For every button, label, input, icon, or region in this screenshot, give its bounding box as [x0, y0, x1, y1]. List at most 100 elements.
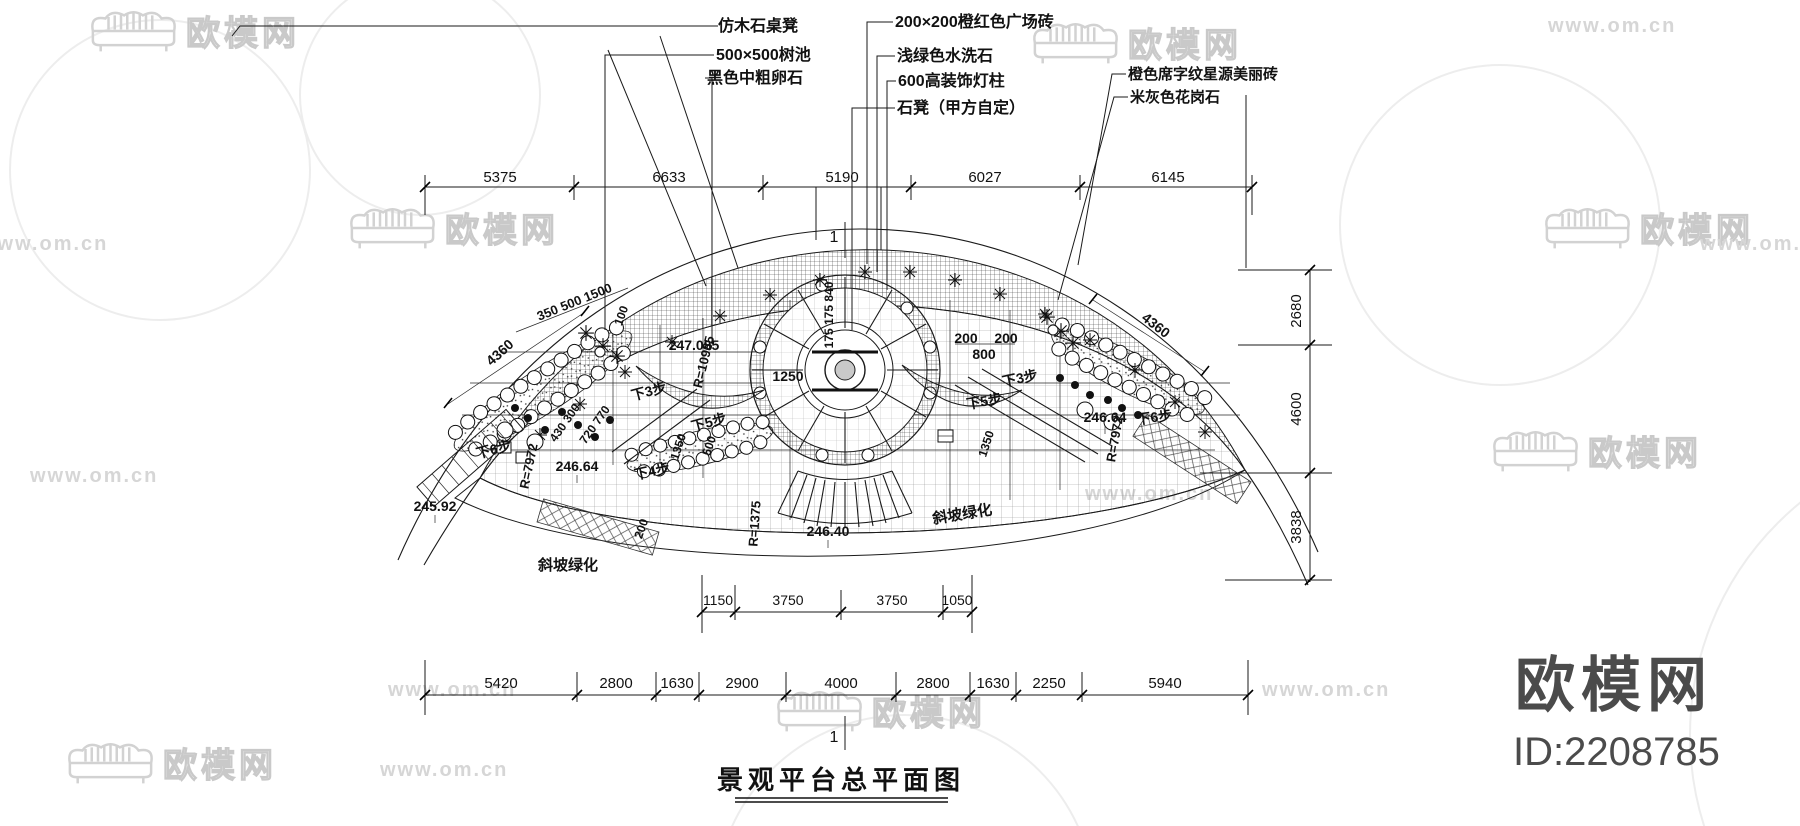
radius-label: R=1375	[745, 500, 763, 547]
watermark-ring	[9, 19, 311, 321]
bottom-pebble-band	[624, 415, 774, 479]
sofa-icon	[777, 690, 862, 733]
dim-note: 4360	[483, 336, 517, 369]
dim-top: 5375 6633 5190 6027 6145	[419, 169, 1258, 215]
dim-note: 1250	[772, 368, 803, 384]
dim-value: 2800	[599, 675, 632, 692]
elevation-ticks	[434, 426, 1106, 548]
dim-note: 500	[699, 434, 719, 458]
watermark-ring	[731, 714, 1079, 826]
dim-value: 4600	[1288, 392, 1305, 425]
watermark-url: www.om.cn	[0, 233, 108, 255]
logo-id: ID:2208785	[1513, 730, 1720, 774]
bench-icons	[496, 429, 954, 464]
dim-value: 3750	[772, 592, 803, 608]
steps-label: 下3步	[1001, 367, 1039, 390]
dim-chain: 175 175 840	[822, 281, 836, 348]
dim-note: 200	[631, 517, 651, 541]
sofa-icon	[68, 742, 153, 785]
slope-green-label: 斜坡绿化	[537, 556, 598, 574]
lower-rim	[454, 469, 1246, 557]
dim-value: 2800	[916, 675, 949, 692]
watermark-brand: 欧模网	[1588, 435, 1702, 473]
callout-orange-brick: 橙色席字纹星源美丽砖	[1128, 65, 1278, 83]
logo-brand: 欧模网	[1515, 652, 1713, 719]
callout-black-cobble: 黑色中粗卵石	[707, 68, 803, 87]
outer-arc-right-ext	[1244, 469, 1309, 586]
left-stairs	[416, 408, 524, 508]
dim-value: 6145	[1151, 169, 1184, 186]
watermark-url: www.om.cn	[1261, 679, 1390, 701]
diagonal-dim-ticks	[443, 293, 1210, 409]
dim-value: 2250	[1032, 675, 1065, 692]
dim-note: 100	[611, 304, 631, 328]
right-walkway	[954, 368, 1113, 463]
dim-value: 1630	[976, 675, 1009, 692]
dim-value: 5190	[825, 169, 858, 186]
titleblock: 1 1 景观平台总平面图	[717, 222, 965, 803]
watermark-brand: 欧模网	[163, 747, 277, 785]
dim-stairs: 1150 3750 3750 1050	[696, 575, 978, 633]
central-circle-plaza	[749, 274, 941, 466]
elevation-label: 246.64	[556, 458, 599, 474]
dim-chain: 350 500 1500	[535, 280, 614, 324]
radial-spokes	[752, 277, 938, 463]
dim-note: 800	[972, 346, 996, 362]
elevation-label: 246.64	[1084, 409, 1127, 425]
watermark-url: www.om.cn	[29, 465, 158, 487]
watermark-url: www.om.cn	[1699, 233, 1800, 255]
plan-linework	[397, 228, 1319, 586]
drawing-title: 景观平台总平面图	[717, 765, 965, 795]
watermark-ring	[1339, 64, 1661, 386]
dim-note: 4360	[1139, 309, 1174, 341]
sofa-icon	[350, 207, 435, 250]
elevation-label: 245.92	[414, 498, 457, 514]
callout-plaza-brick: 200×200橙红色广场砖	[895, 12, 1054, 31]
left-slope-hatch	[536, 498, 660, 556]
dim-bottom: 5420 2800 1630 2900 4000 2800 1630 2250 …	[419, 660, 1254, 715]
watermark-brand: 欧模网	[1128, 27, 1242, 65]
dim-value: 3838	[1288, 510, 1305, 543]
steps-label: 下4步	[633, 460, 671, 483]
diagonal-dim-lines	[447, 287, 1206, 405]
dim-value: 6633	[652, 169, 685, 186]
callout-tree-pool: 500×500树池	[716, 45, 811, 64]
sofa-icon	[1545, 207, 1630, 250]
dim-value: 3750	[876, 592, 907, 608]
center-bands	[812, 350, 878, 392]
dim-value: 2900	[725, 675, 758, 692]
elevation-label: 247.085	[669, 337, 720, 353]
section-marker-bottom: 1	[830, 729, 839, 746]
dim-value: 5375	[483, 169, 516, 186]
dim-value: 5940	[1148, 675, 1181, 692]
callout-granite: 米灰色花岗石	[1130, 88, 1220, 106]
dim-value: 1630	[660, 675, 693, 692]
section-marker-top: 1	[830, 229, 839, 246]
dim-right: 2680 4600 3838	[1200, 95, 1332, 586]
right-pebble-band	[1051, 317, 1213, 422]
watermark-ring	[1689, 501, 1800, 826]
left-walkway	[611, 388, 711, 465]
dim-value: 4000	[824, 675, 857, 692]
callout-leaders	[231, 21, 1128, 344]
sofa-icon	[1493, 430, 1578, 473]
callout-stone-table: 仿木石桌凳	[718, 16, 798, 35]
dim-value: 2680	[1288, 294, 1305, 327]
left-crescent-planter	[635, 365, 765, 409]
watermark-brand: 欧模网	[186, 15, 300, 53]
callout-washed-stone: 浅绿色水洗石	[897, 46, 993, 65]
watermark-brand: 欧模网	[1640, 212, 1754, 250]
bottom-stair-fan	[777, 470, 913, 528]
watermark-url: www.om.cn	[1547, 15, 1676, 37]
elevation-label: 246.40	[807, 523, 850, 539]
watermark-brand: 欧模网	[445, 212, 559, 250]
dim-value: 1150	[703, 592, 733, 608]
callout-lamp-post: 600高装饰灯柱	[898, 71, 1005, 90]
site-logo: 欧模网 ID:2208785	[1513, 652, 1720, 774]
title-underline	[735, 797, 948, 803]
steps-label: 下5步	[965, 390, 1003, 412]
dim-note: 200	[954, 330, 978, 346]
dim-value: 1050	[941, 592, 972, 608]
